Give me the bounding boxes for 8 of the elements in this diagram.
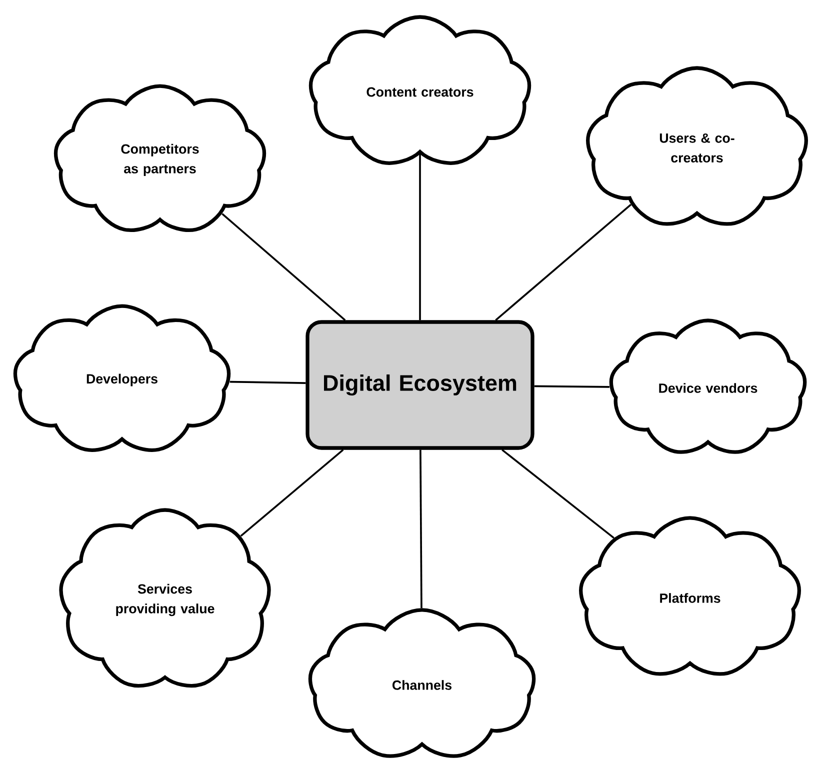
connector-line: [534, 385, 610, 388]
connector-line: [502, 449, 614, 539]
connector-line: [240, 449, 344, 537]
connector-line: [230, 380, 306, 384]
connector-line: [420, 450, 422, 608]
center-box: Digital Ecosystem: [306, 320, 534, 450]
connector-line: [495, 204, 632, 321]
connector-line: [222, 213, 346, 321]
